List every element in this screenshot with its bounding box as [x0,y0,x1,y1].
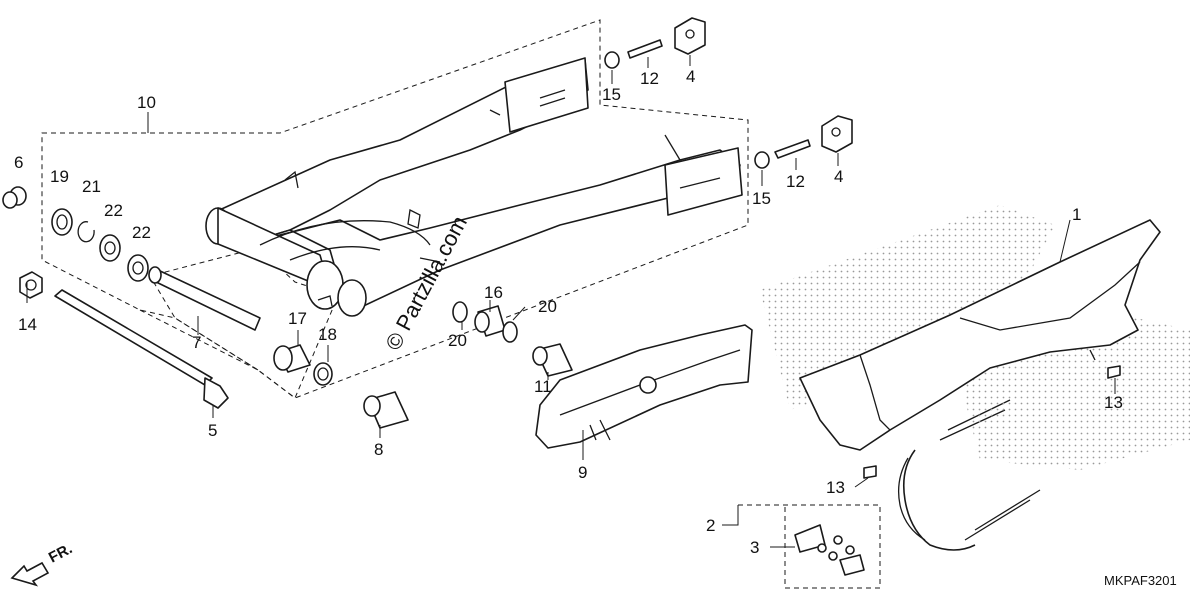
callout-16[interactable]: 16 [484,283,503,302]
callout-6[interactable]: 6 [14,153,23,172]
callout-9[interactable]: 9 [578,463,587,482]
diagram-code: MKPAF3201 [1104,573,1177,588]
pivot-collar-7[interactable] [148,266,261,331]
dust-seal-20-a[interactable] [452,301,468,323]
callout-12-a[interactable]: 12 [640,69,659,88]
callout-13-a[interactable]: 13 [1104,393,1123,412]
adjuster-plate-4-a[interactable] [674,17,706,55]
bolt-12-b[interactable] [774,139,811,159]
group-outline-swingarm-assembly [41,19,749,399]
callout-21[interactable]: 21 [82,177,101,196]
callout-11[interactable]: 11 [534,377,552,396]
callout-15-b[interactable]: 15 [752,189,771,208]
chain-slider-9[interactable] [535,324,753,449]
nut-14[interactable] [19,271,43,299]
collar-11[interactable] [532,343,573,377]
callout-22-b[interactable]: 22 [132,223,151,242]
collar-15-b[interactable] [754,151,770,169]
bearing-22-a[interactable] [99,234,121,262]
callout-14[interactable]: 14 [18,315,37,334]
bolt-13-a[interactable] [1107,365,1121,379]
needle-bearing-17[interactable] [273,344,311,373]
pivot-bolt-5[interactable] [54,289,229,409]
callout-4-b[interactable]: 4 [834,167,843,186]
callout-3[interactable]: 3 [750,538,759,557]
callout-2[interactable]: 2 [706,516,715,535]
collar-8[interactable] [363,391,409,429]
bushing-16[interactable] [474,305,506,337]
dust-seal-20-b[interactable] [502,321,518,343]
bolt-12-a[interactable] [627,39,663,59]
front-marker-label: FR. [46,540,75,566]
dust-seal-18[interactable] [313,362,333,386]
chain-case-1[interactable] [799,219,1161,451]
leader-lines [26,55,1116,548]
callout-10[interactable]: 10 [137,93,156,112]
front-arrow-icon [10,561,50,587]
callout-18[interactable]: 18 [318,325,337,344]
callout-8[interactable]: 8 [374,440,383,459]
callout-17[interactable]: 17 [288,309,307,328]
callout-1[interactable]: 1 [1072,205,1081,224]
callout-20-a[interactable]: 20 [448,331,467,350]
circlip-21[interactable] [77,221,95,243]
callout-5[interactable]: 5 [208,421,217,440]
callout-13-b[interactable]: 13 [826,478,845,497]
collar-6[interactable] [2,186,27,209]
front-marker: FR. [10,540,75,587]
chain-joint-kit[interactable] [794,524,865,576]
callout-15-a[interactable]: 15 [602,85,621,104]
bearing-22-b[interactable] [127,254,149,282]
callout-22-a[interactable]: 22 [104,201,123,220]
collar-15-a[interactable] [604,51,620,69]
callout-4-a[interactable]: 4 [686,67,695,86]
dust-seal-19[interactable] [51,208,73,236]
callout-19[interactable]: 19 [50,167,69,186]
callout-20-b[interactable]: 20 [538,297,557,316]
bolt-13-b[interactable] [863,465,877,479]
callout-7[interactable]: 7 [192,333,201,352]
group-outline-chain-joint [722,504,881,589]
swingarm[interactable] [205,57,743,317]
callout-12-b[interactable]: 12 [786,172,805,191]
adjuster-plate-4-b[interactable] [821,115,853,153]
chain-case-shading [760,205,1190,470]
